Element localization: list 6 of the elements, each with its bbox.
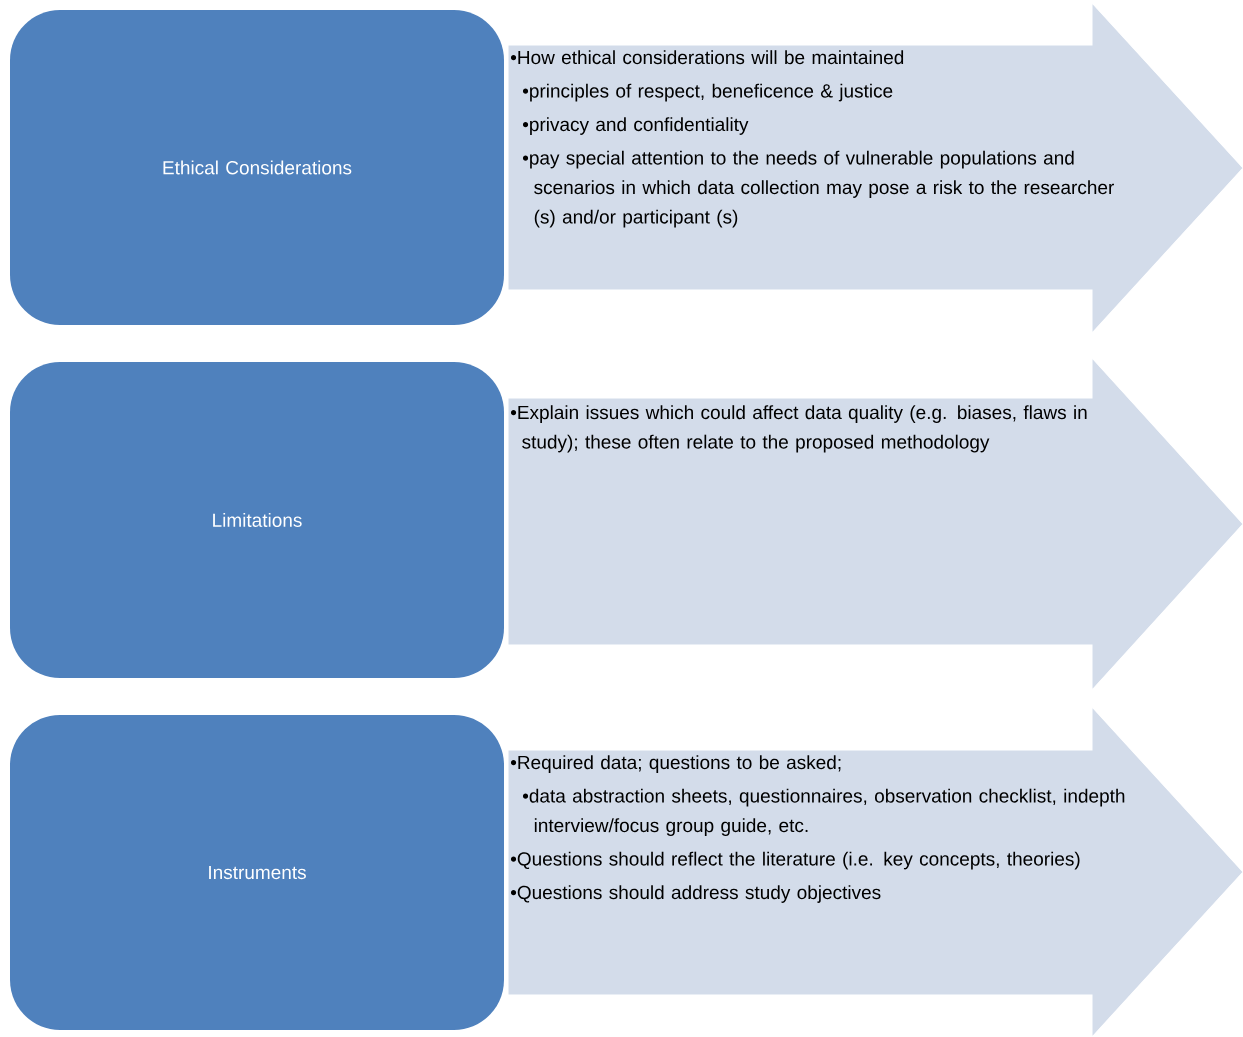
- rounded-box: Limitations: [10, 362, 504, 678]
- arrow-callout: •Required data; questions to be asked; •data abstraction sheets, questionnaires, observation checklist, indepth interview/focus group guide, etc. •Questions should reflect the literature (i.e. key concepts, theories) •Questions should address study objectives: [507, 706, 1243, 1037]
- rounded-box: Instruments: [10, 715, 504, 1030]
- arrow-callout: •Explain issues which could affect data quality (e.g. biases, flaws in study); these often relate to the proposed methodology: [507, 357, 1243, 691]
- rounded-box: Ethical Considerations: [10, 10, 504, 325]
- arrow-callout: •How ethical considerations will be maintained •principles of respect, beneficence & justice •privacy and confidentiality •pay special attention to the needs of vulnerable populations and scenarios in which data collection may pose a risk to the researcher (s) and/or participant (s): [507, 2, 1243, 334]
